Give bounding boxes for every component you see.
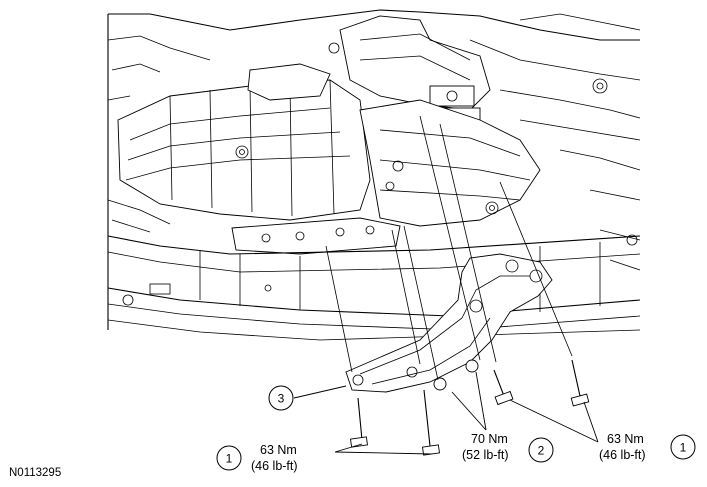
callout-bubble-1-right: 1 [670,434,696,460]
installation-guide-lines [325,115,573,381]
callout-number: 3 [278,392,285,406]
torque-nm: 63 Nm [607,432,644,446]
torque-label-right: 63 Nm (46 lb-ft) [599,432,646,462]
callout-bubble-2: 2 [528,437,554,463]
callout-number: 2 [538,444,545,458]
callout-leaders [293,371,599,455]
torque-lbft: (52 lb-ft) [462,448,509,462]
mounting-bolts [350,359,590,456]
crossmember [345,253,553,393]
callout-number: 1 [680,441,687,455]
torque-label-left: 63 Nm (46 lb-ft) [251,443,298,473]
callout-bubble-3: 3 [268,385,294,411]
torque-nm: 70 Nm [471,432,508,446]
callout-number: 1 [226,452,233,466]
callout-bubble-1-left: 1 [216,445,242,471]
torque-lbft: (46 lb-ft) [251,459,298,473]
torque-label-center: 70 Nm (52 lb-ft) [462,432,509,462]
transmission-housing-illustration [107,9,641,341]
figure-id: N0113295 [9,467,61,479]
torque-nm: 63 Nm [260,443,297,457]
torque-lbft: (46 lb-ft) [599,448,646,462]
